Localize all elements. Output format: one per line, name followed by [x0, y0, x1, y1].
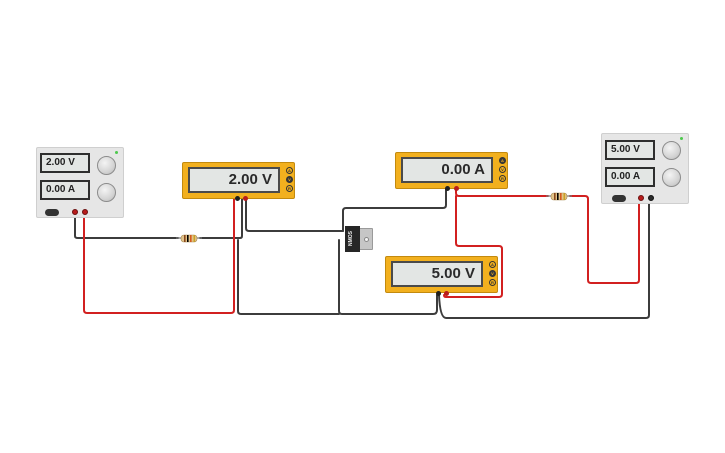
- power-switch[interactable]: [45, 209, 59, 216]
- mode-ohmmeter-button[interactable]: R: [499, 175, 506, 182]
- positive-terminal[interactable]: [82, 209, 88, 215]
- positive-probe-terminal[interactable]: [444, 291, 449, 296]
- power-led-icon: [115, 151, 118, 154]
- power-led-icon: [680, 137, 683, 140]
- multimeter-drain-voltage[interactable]: 5.00 V A V R: [385, 256, 498, 296]
- current-knob[interactable]: [662, 168, 681, 187]
- mosfet-mount-hole: [364, 237, 369, 242]
- wire-black[interactable]: [438, 198, 650, 319]
- mode-ammeter-button[interactable]: A: [489, 261, 496, 268]
- positive-probe-terminal[interactable]: [454, 186, 459, 191]
- power-supply-right[interactable]: 5.00 V 0.00 A: [601, 133, 689, 204]
- common-probe-terminal[interactable]: [235, 196, 240, 201]
- power-switch[interactable]: [612, 195, 626, 202]
- wire-black[interactable]: [342, 187, 447, 232]
- mode-voltmeter-button[interactable]: V: [286, 176, 293, 183]
- current-display: 0.00 A: [605, 167, 655, 187]
- wire-red[interactable]: [455, 187, 549, 197]
- wire-red[interactable]: [83, 198, 235, 314]
- wire-black[interactable]: [235, 198, 243, 239]
- wire-black[interactable]: [245, 198, 344, 232]
- current-display: 0.00 A: [40, 180, 90, 200]
- meter-reading: 2.00 V: [188, 167, 280, 193]
- resistor-icon[interactable]: [176, 234, 202, 243]
- negative-terminal[interactable]: [648, 195, 654, 201]
- mosfet-label: NMOS: [345, 226, 360, 252]
- wire-red[interactable]: [569, 195, 640, 284]
- multimeter-gate-voltage[interactable]: 2.00 V A V R: [182, 162, 295, 201]
- voltage-display: 2.00 V: [40, 153, 90, 173]
- mode-voltmeter-button[interactable]: V: [499, 166, 506, 173]
- positive-probe-terminal[interactable]: [243, 196, 248, 201]
- wire-black[interactable]: [237, 239, 340, 315]
- mode-ohmmeter-button[interactable]: R: [286, 185, 293, 192]
- common-probe-terminal[interactable]: [436, 291, 441, 296]
- common-probe-terminal[interactable]: [445, 186, 450, 191]
- meter-reading: 5.00 V: [391, 261, 483, 287]
- wire-black[interactable]: [338, 239, 438, 315]
- positive-terminal[interactable]: [638, 195, 644, 201]
- mode-ohmmeter-button[interactable]: R: [489, 279, 496, 286]
- mode-ammeter-button[interactable]: A: [286, 167, 293, 174]
- current-knob[interactable]: [97, 183, 116, 202]
- wire-red[interactable]: [443, 195, 503, 298]
- mode-ammeter-button[interactable]: A: [499, 157, 506, 164]
- wire-black[interactable]: [74, 213, 179, 239]
- power-supply-left[interactable]: 2.00 V 0.00 A: [36, 147, 124, 218]
- meter-reading: 0.00 A: [401, 157, 493, 183]
- mosfet-icon[interactable]: NMOS: [340, 226, 374, 254]
- multimeter-current[interactable]: 0.00 A A V R: [395, 152, 508, 191]
- voltage-display: 5.00 V: [605, 140, 655, 160]
- resistor-icon[interactable]: [546, 192, 572, 201]
- voltage-knob[interactable]: [662, 141, 681, 160]
- positive-terminal[interactable]: [72, 209, 78, 215]
- mode-voltmeter-button[interactable]: V: [489, 270, 496, 277]
- voltage-knob[interactable]: [97, 156, 116, 175]
